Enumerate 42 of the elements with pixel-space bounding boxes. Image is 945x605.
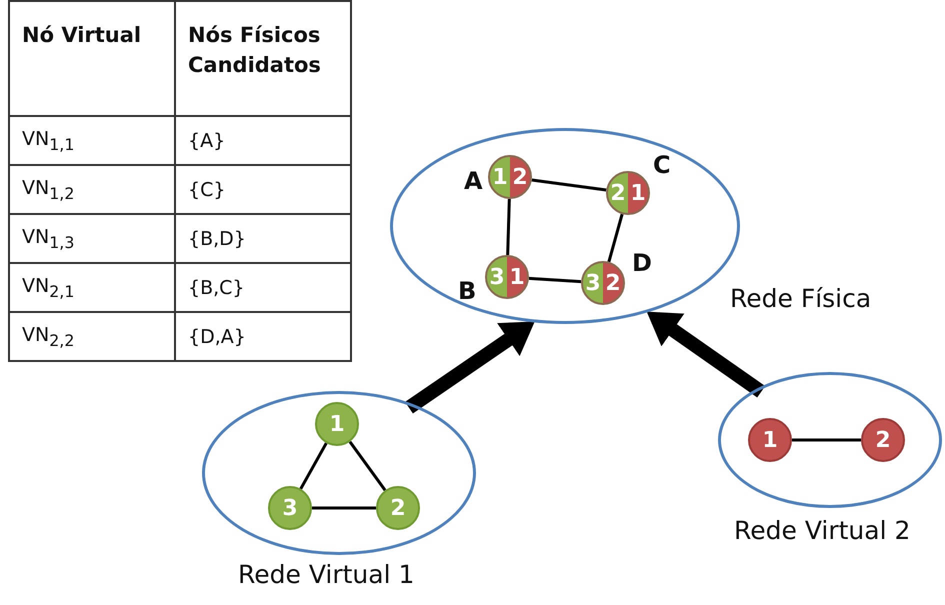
node-number: 1 — [491, 164, 509, 190]
network-label: Rede Virtual 1 — [238, 560, 414, 589]
node-number: 3 — [488, 264, 506, 290]
link-line — [312, 506, 376, 510]
node-circle: 1 — [315, 402, 359, 446]
node-number: 3 — [584, 270, 602, 296]
arrow — [646, 312, 766, 398]
link-line — [532, 178, 606, 192]
network-label: Rede Virtual 2 — [734, 516, 910, 545]
node-circle: 3 — [268, 486, 312, 530]
network-label: Rede Física — [730, 284, 872, 313]
table-cell: {A} — [175, 116, 351, 165]
node-circle: 2 — [861, 418, 905, 462]
link-line — [607, 214, 624, 262]
table-cell: {C} — [175, 165, 351, 214]
node-letter: D — [632, 249, 652, 277]
node-number: 2 — [609, 180, 627, 206]
table-cell: VN$_{2,1}$ — [9, 263, 175, 312]
node-letter: C — [653, 151, 671, 179]
link-line — [528, 276, 582, 284]
link-line — [792, 438, 861, 442]
node-number: 1 — [508, 264, 526, 290]
link-line — [299, 442, 328, 490]
table-cell: VN$_{1,1}$ — [9, 116, 175, 165]
table-cell: VN$_{2,2}$ — [9, 312, 175, 361]
node-number: 2 — [511, 164, 529, 190]
node-letter: B — [458, 277, 476, 305]
column-header: Nós Físicos Candidatos — [175, 1, 351, 116]
link-line — [506, 198, 511, 256]
column-header: Nó Virtual — [9, 1, 175, 116]
node-circle: 2 — [376, 486, 420, 530]
node-number: 1 — [629, 180, 647, 206]
node-letter: A — [464, 167, 483, 195]
table-cell: {B,D} — [175, 214, 351, 263]
table-cell: {B,C} — [175, 263, 351, 312]
table-cell: VN$_{1,3}$ — [9, 214, 175, 263]
link-line — [348, 440, 386, 492]
node-circle: 1 — [748, 418, 792, 462]
arrow — [405, 322, 535, 414]
table-cell: {D,A} — [175, 312, 351, 361]
table-cell: VN$_{1,2}$ — [9, 165, 175, 214]
node-number: 2 — [604, 270, 622, 296]
